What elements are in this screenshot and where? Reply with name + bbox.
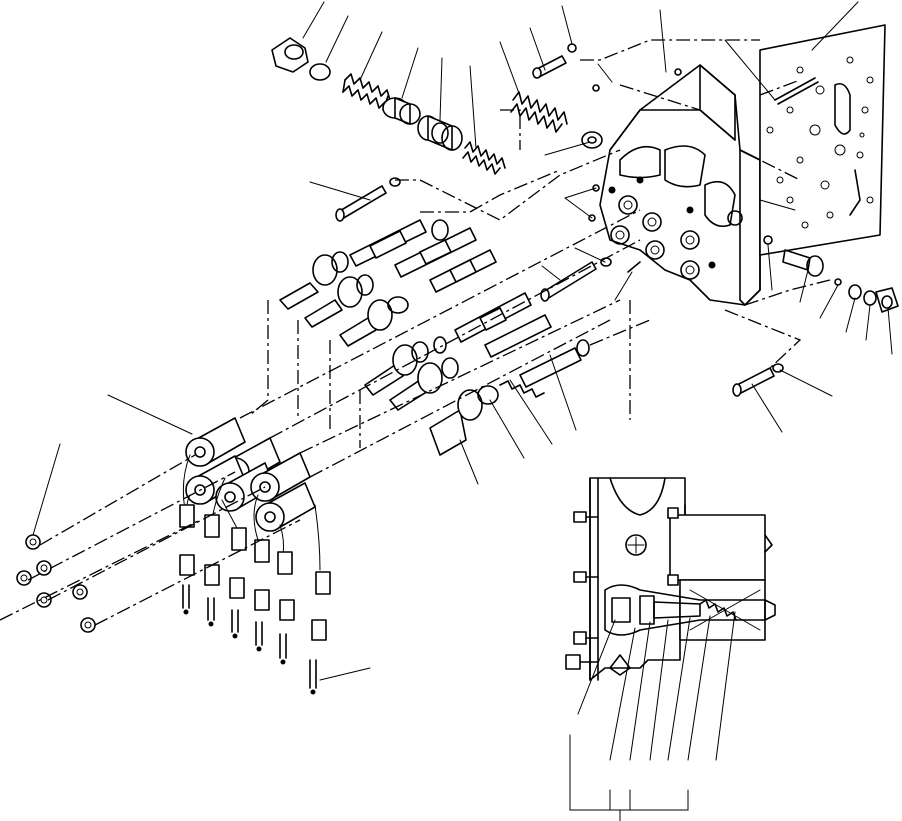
top-piston [382, 97, 421, 125]
valve-body [599, 64, 761, 306]
spool-row-4 [364, 336, 447, 396]
inset-detail [565, 477, 776, 821]
spool-row-1 [279, 219, 449, 310]
top-check-ball [592, 84, 600, 92]
top-o-ring [309, 63, 331, 81]
spool-row-5 [389, 357, 459, 411]
solenoid-1 [185, 417, 246, 467]
top-plug [271, 37, 309, 73]
spool-row-2 [304, 227, 497, 328]
solenoid-6 [255, 482, 316, 532]
top-spring-2 [462, 141, 506, 175]
top-pin [674, 68, 682, 76]
callout-leader-lines [32, 1, 893, 681]
dowel-pin [774, 77, 819, 105]
wire-connectors [179, 504, 331, 641]
hex-nuts [16, 534, 96, 633]
right-bolt [732, 363, 784, 397]
top-spool [417, 115, 463, 151]
spool-row-6 [429, 339, 590, 456]
top-spring-3 [510, 91, 568, 133]
solenoid-group [185, 417, 316, 532]
terminal-pins [182, 584, 317, 695]
separator-plate [759, 24, 886, 256]
middle-bolt-left [335, 177, 401, 222]
middle-pin [627, 261, 641, 273]
right-side-parts [763, 235, 899, 313]
top-bolt [532, 55, 567, 79]
top-washer [581, 131, 603, 149]
middle-bolt-right [540, 257, 612, 302]
assembly-centerlines [0, 39, 831, 626]
middle-check-ball-2 [588, 214, 596, 222]
middle-check-ball-1 [592, 184, 600, 192]
top-small-washer [567, 43, 577, 53]
